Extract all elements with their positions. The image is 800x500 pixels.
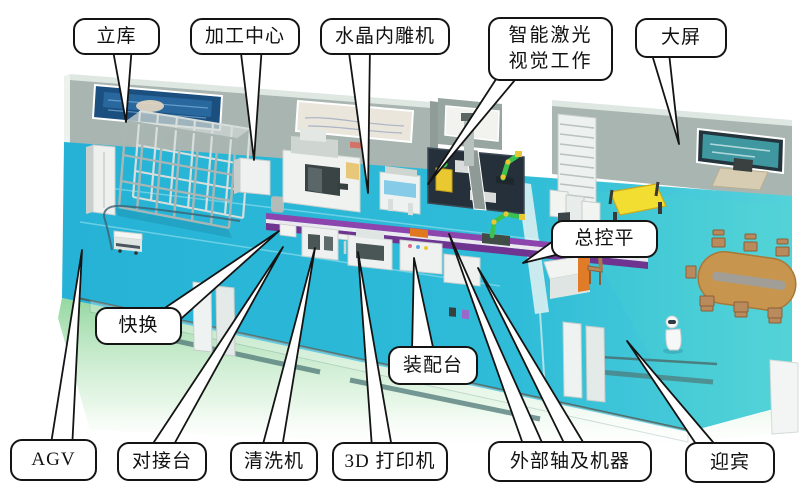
robot-arm-green-rail [482, 211, 525, 246]
wall-desk [711, 158, 769, 191]
callout-kuaihuan: 快换 [95, 307, 182, 345]
callout-liku: 立库 [73, 18, 160, 55]
callout-daping: 大屏 [635, 18, 727, 58]
conference-chairs [685, 229, 790, 324]
callout-jiagongzhongxin: 加工中心 [190, 18, 300, 55]
welcome-robot [663, 315, 683, 354]
gray-bin [271, 196, 284, 213]
console-desk [543, 212, 591, 299]
robot-arm-green-platform [496, 151, 522, 185]
callout-yingbin: 迎宾 [685, 442, 775, 483]
callout-daping-text: 大屏 [660, 27, 701, 49]
left-cabinet [86, 144, 116, 216]
crystal-engraving-machine [379, 166, 421, 216]
callout-shuijingneidiaoji: 水晶内雕机 [320, 18, 450, 55]
console-chair [587, 256, 603, 285]
callout-zhuangpeitai-text: 装配台 [402, 354, 463, 376]
callout-shuijingneidiaoji-text: 水晶内雕机 [334, 25, 435, 47]
callout-yingbin-text: 迎宾 [709, 451, 750, 473]
callout-duijietai: 对接台 [117, 442, 207, 481]
callout-zongkongping-text: 总控平 [574, 228, 635, 250]
callout-waibuzhou: 外部轴及机器 [488, 441, 652, 482]
assembly-station [399, 239, 443, 275]
callout-zongkongping: 总控平 [551, 220, 658, 258]
leader-lines [49, 43, 719, 451]
washing-machine [301, 225, 339, 261]
callout-zhinengjiguang: 智能激光 视觉工作 [488, 17, 613, 81]
callout-zhinengjiguang-line2: 视觉工作 [508, 51, 593, 72]
callout-zhinengjiguang-line1: 智能激光 [508, 25, 593, 47]
conference-table [697, 251, 797, 311]
callout-agv-text: AGV [31, 449, 76, 471]
callout-qingxiji-text: 清洗机 [243, 450, 304, 472]
vision-tower [461, 113, 476, 166]
small-cabinet [234, 157, 271, 196]
callout-duijietai-text: 对接台 [131, 450, 192, 472]
callout-liku-text: 立库 [96, 25, 137, 47]
callout-3d-dayinji: 3D 打印机 [332, 442, 448, 481]
callout-kuaihuan-text: 快换 [118, 315, 159, 337]
stacker-rack-warehouse [115, 110, 252, 238]
callout-3d-dayinji-text: 3D 打印机 [344, 450, 436, 472]
yellow-bench [608, 181, 667, 224]
callout-agv: AGV [10, 439, 97, 481]
agv-cart [103, 204, 241, 255]
callout-qingxiji: 清洗机 [230, 442, 318, 481]
callout-zhuangpeitai: 装配台 [388, 346, 478, 385]
front-apron [58, 298, 792, 452]
callout-waibuzhou-text: 外部轴及机器 [509, 450, 630, 472]
cnc-machining-center [282, 128, 361, 213]
callout-jiagongzhongxin-text: 加工中心 [204, 25, 285, 47]
